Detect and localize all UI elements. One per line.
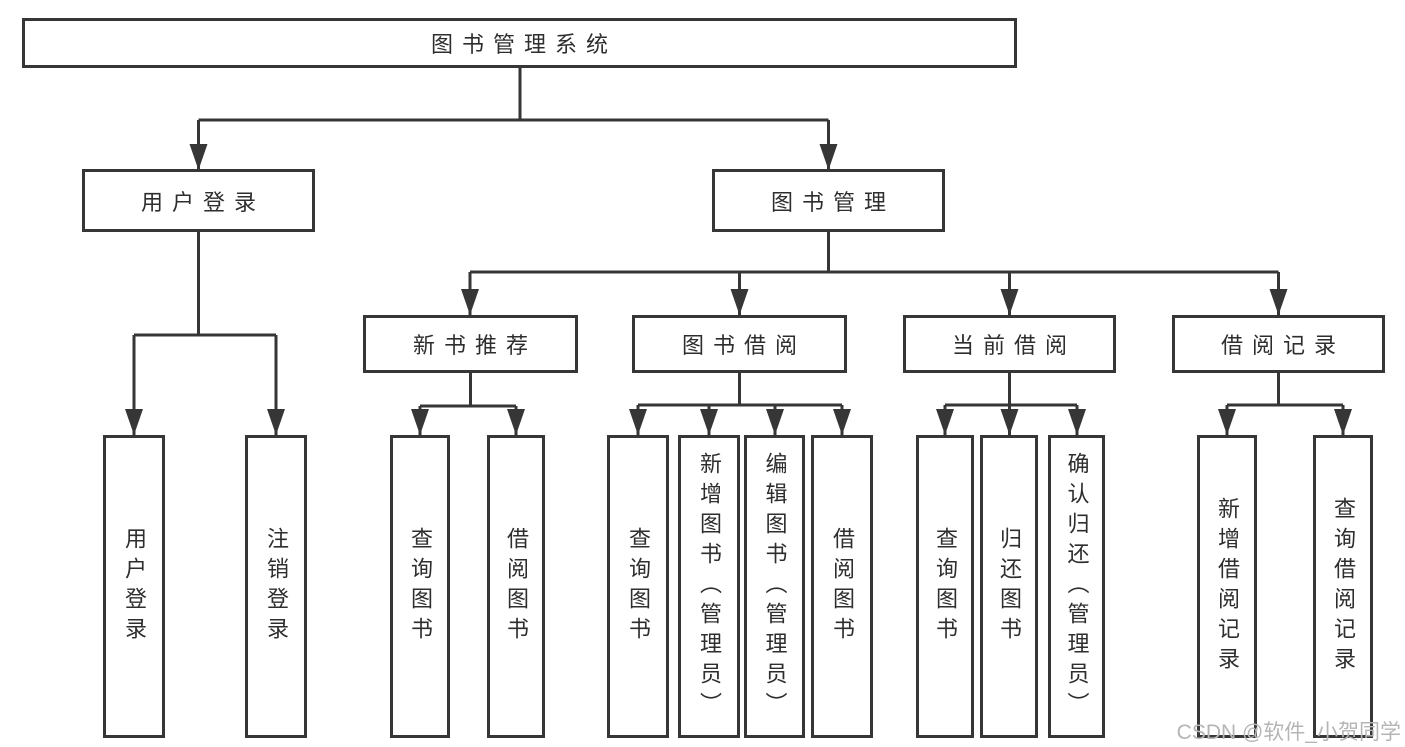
leaf-edit-books-admin-label: 编辑图书（管理员）	[762, 451, 788, 722]
node-user-login: 用户登录	[82, 169, 315, 232]
leaf-query-books-2: 查询图书	[607, 435, 669, 738]
leaf-add-books-admin-label: 新增图书（管理员）	[697, 451, 722, 722]
leaf-query-books-2-label: 查询图书	[626, 526, 651, 647]
leaf-borrow-books-1: 借阅图书	[487, 435, 545, 738]
leaf-confirm-return-admin-label: 确认归还（管理员）	[1064, 451, 1090, 722]
node-book-management: 图书管理	[712, 169, 945, 232]
node-root: 图书管理系统	[22, 18, 1017, 68]
node-book-borrowing-label: 图书借阅	[681, 333, 806, 358]
leaf-query-books-1: 查询图书	[390, 435, 450, 738]
leaf-query-books-1-label: 查询图书	[408, 526, 433, 647]
leaf-query-borrow-record-label: 查询借阅记录	[1331, 496, 1356, 677]
leaf-logout-label: 注销登录	[264, 526, 289, 647]
node-root-label: 图书管理系统	[430, 32, 617, 57]
leaf-borrow-books-1-label: 借阅图书	[504, 526, 529, 647]
leaf-add-books-admin: 新增图书（管理员）	[678, 435, 740, 738]
node-user-login-label: 用户登录	[140, 189, 265, 215]
leaf-add-borrow-record-label: 新增借阅记录	[1215, 496, 1240, 677]
node-borrowing-records-label: 借阅记录	[1220, 333, 1345, 358]
leaf-user-login-label: 用户登录	[122, 526, 147, 647]
leaf-borrow-books-2: 借阅图书	[811, 435, 873, 738]
leaf-user-login: 用户登录	[103, 435, 165, 738]
node-current-borrowing: 当前借阅	[903, 315, 1116, 373]
leaf-return-books: 归还图书	[980, 435, 1038, 738]
csdn-watermark: CSDN @软件_小贺同学	[1176, 721, 1401, 744]
node-book-borrowing: 图书借阅	[632, 315, 847, 373]
node-new-book-recommend: 新书推荐	[363, 315, 578, 373]
leaf-confirm-return-admin: 确认归还（管理员）	[1048, 435, 1105, 738]
leaf-query-books-3-label: 查询图书	[933, 526, 958, 647]
node-book-management-label: 图书管理	[770, 189, 895, 215]
leaf-query-borrow-record: 查询借阅记录	[1313, 435, 1373, 738]
node-borrowing-records: 借阅记录	[1172, 315, 1385, 373]
leaf-return-books-label: 归还图书	[997, 526, 1022, 647]
leaf-add-borrow-record: 新增借阅记录	[1197, 435, 1257, 738]
leaf-edit-books-admin: 编辑图书（管理员）	[744, 435, 805, 738]
leaf-query-books-3: 查询图书	[916, 435, 974, 738]
node-current-borrowing-label: 当前借阅	[951, 333, 1076, 358]
node-new-book-recommend-label: 新书推荐	[412, 333, 537, 358]
leaf-logout: 注销登录	[245, 435, 307, 738]
leaf-borrow-books-2-label: 借阅图书	[830, 526, 855, 647]
